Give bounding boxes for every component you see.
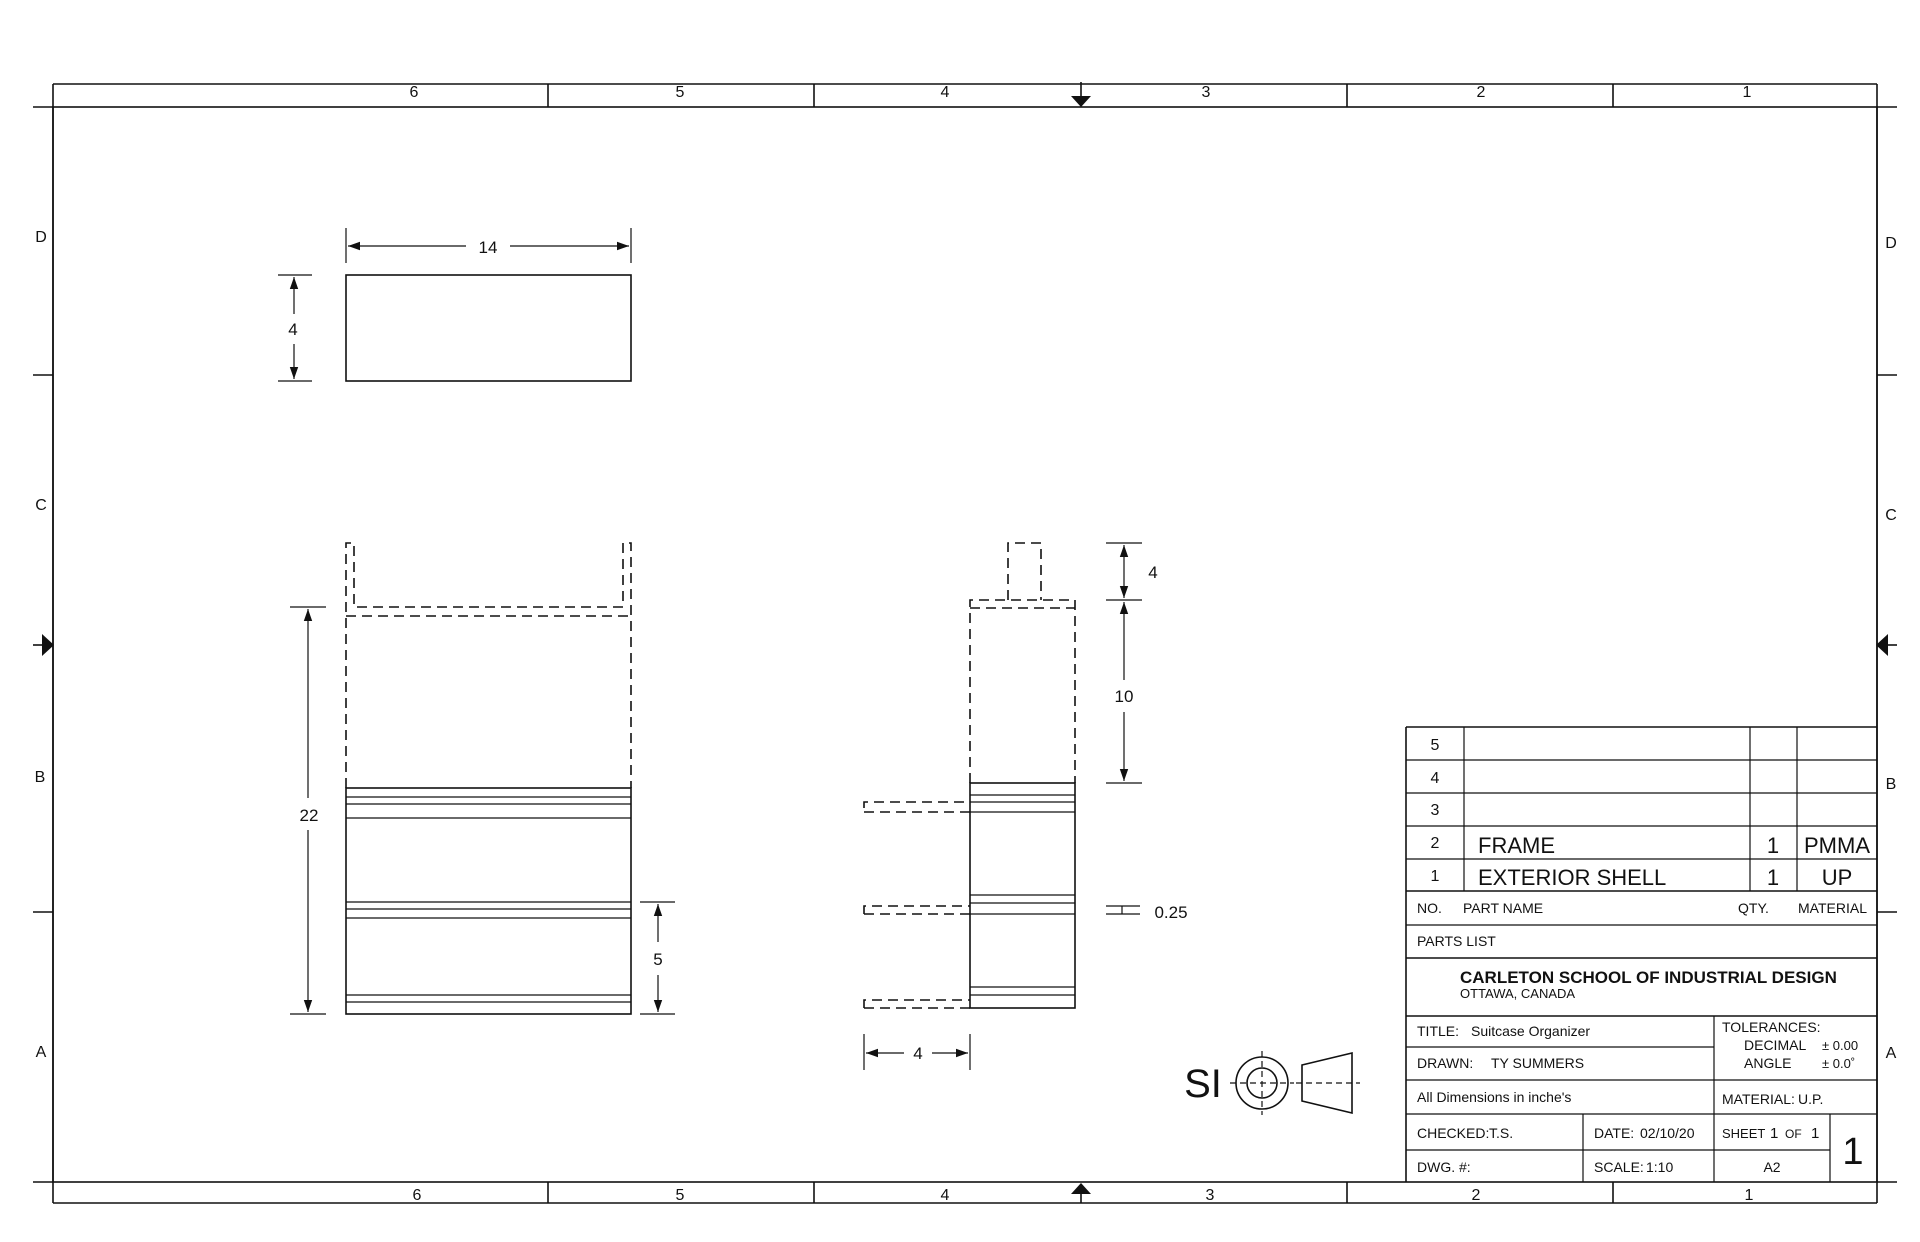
parts-list-values: FRAME EXTERIOR SHELL 1 1 PMMA UP (1478, 833, 1870, 890)
col-label: 2 (1477, 84, 1486, 101)
angle-value: ± 0.0˚ (1822, 1056, 1855, 1071)
col-label: 5 (676, 84, 685, 101)
of-label: OF (1785, 1127, 1802, 1141)
header-no: NO. (1417, 900, 1442, 916)
part-name: FRAME (1478, 833, 1555, 858)
dimension-label: 5 (653, 950, 662, 969)
dimensions-note: All Dimensions in inche's (1417, 1089, 1571, 1105)
decimal-value: ± 0.00 (1822, 1038, 1858, 1053)
row-label: B (1886, 776, 1897, 793)
row-label: A (36, 1044, 47, 1061)
part-material: PMMA (1804, 833, 1870, 858)
front-view: 22 5 (290, 542, 675, 1015)
parts-list-caption: PARTS LIST (1417, 933, 1496, 949)
date-label: DATE: (1594, 1125, 1634, 1141)
col-label: 4 (941, 1187, 950, 1204)
dimension-label: 0.25 (1154, 903, 1187, 922)
checked-label: CHECKED: (1417, 1125, 1489, 1141)
part-qty: 1 (1767, 865, 1779, 890)
part-qty: 1 (1767, 833, 1779, 858)
header-qty: QTY. (1738, 900, 1769, 916)
projection-label: SI (1184, 1062, 1222, 1106)
title-block-fields: TITLE: Suitcase Organizer DRAWN: TY SUMM… (1417, 1019, 1858, 1175)
dimension-label: 4 (913, 1044, 922, 1063)
header-material: MATERIAL (1798, 900, 1867, 916)
part-no: 2 (1431, 835, 1440, 852)
row-label: C (1885, 507, 1897, 524)
part-no: 3 (1431, 802, 1440, 819)
part-material: UP (1822, 865, 1853, 890)
parts-list: 5 4 3 2 1 (1431, 737, 1440, 885)
col-label: 6 (413, 1187, 422, 1204)
border-frame: 6 5 4 3 2 1 6 5 4 3 2 1 D C B A D C B A (33, 82, 1897, 1204)
title-label: TITLE: (1417, 1023, 1459, 1039)
column-ticks (547, 84, 1614, 1203)
sheet-size: A2 (1763, 1159, 1780, 1175)
material-label: MATERIAL: (1722, 1091, 1795, 1107)
date-value: 02/10/20 (1640, 1125, 1695, 1141)
sheet-total: 1 (1811, 1125, 1819, 1142)
top-view: 14 4 (278, 228, 632, 382)
sheet-number: 1 (1770, 1125, 1778, 1142)
dimension-label: 14 (479, 238, 498, 257)
dimension-label: 10 (1115, 687, 1134, 706)
projection-cone-icon (1301, 1051, 1353, 1115)
center-arrow-top-icon (1071, 96, 1091, 107)
title-value: Suitcase Organizer (1471, 1023, 1590, 1039)
front-view-outline (345, 787, 632, 1015)
row-ticks (33, 374, 1897, 913)
row-label: D (35, 229, 47, 246)
part-no: 5 (1431, 737, 1440, 754)
drawing-border (52, 106, 1878, 1183)
header-part-name: PART NAME (1463, 900, 1543, 916)
material-value: U.P. (1798, 1091, 1823, 1107)
col-label: 3 (1202, 84, 1211, 101)
side-view-hidden-extension (969, 599, 1076, 783)
top-view-outline (345, 274, 632, 382)
part-no: 4 (1431, 770, 1440, 787)
drawn-label: DRAWN: (1417, 1055, 1473, 1071)
center-arrow-right-icon (1876, 634, 1888, 656)
col-label: 6 (410, 84, 419, 101)
tolerances-label: TOLERANCES: (1722, 1019, 1821, 1035)
drawn-value: TY SUMMERS (1491, 1055, 1584, 1071)
center-arrow-bottom-icon (1071, 1183, 1091, 1194)
school-location: OTTAWA, CANADA (1460, 986, 1575, 1001)
revision-number: 1 (1842, 1131, 1863, 1173)
row-label: C (35, 497, 47, 514)
col-label: 1 (1745, 1187, 1754, 1204)
col-label: 2 (1472, 1187, 1481, 1204)
col-label: 5 (676, 1187, 685, 1204)
projection-symbol: SI (1184, 1051, 1360, 1115)
col-label: 3 (1206, 1187, 1215, 1204)
zone-labels: 6 5 4 3 2 1 6 5 4 3 2 1 D C B A D C B A (35, 84, 1897, 1204)
parts-list-header: NO. PART NAME QTY. MATERIAL PARTS LIST (1417, 900, 1867, 949)
scale-value: 1:10 (1646, 1159, 1673, 1175)
sheet-label: SHEET (1722, 1126, 1765, 1141)
part-name: EXTERIOR SHELL (1478, 865, 1666, 890)
row-label: A (1886, 1045, 1897, 1062)
row-label: B (35, 769, 46, 786)
front-view-hidden-extension (345, 542, 632, 788)
side-view: 4 10 0.25 4 (863, 542, 1188, 1070)
col-label: 1 (1743, 84, 1752, 101)
dimension-label: 4 (1148, 563, 1157, 582)
dimension-label: 4 (288, 320, 297, 339)
center-arrow-left-icon (42, 634, 54, 656)
col-label: 4 (941, 84, 950, 101)
angle-label: ANGLE (1744, 1055, 1791, 1071)
school-name: CARLETON SCHOOL OF INDUSTRIAL DESIGN (1460, 968, 1837, 987)
row-label: D (1885, 235, 1897, 252)
checked-value: T.S. (1489, 1125, 1513, 1141)
decimal-label: DECIMAL (1744, 1037, 1806, 1053)
title-block: 5 4 3 2 1 FRAME EXTERIOR SHELL 1 1 PMMA … (1405, 726, 1877, 1182)
part-no: 1 (1431, 868, 1440, 885)
dwg-label: DWG. #: (1417, 1159, 1471, 1175)
scale-label: SCALE: (1594, 1159, 1644, 1175)
dimension-label: 22 (300, 806, 319, 825)
